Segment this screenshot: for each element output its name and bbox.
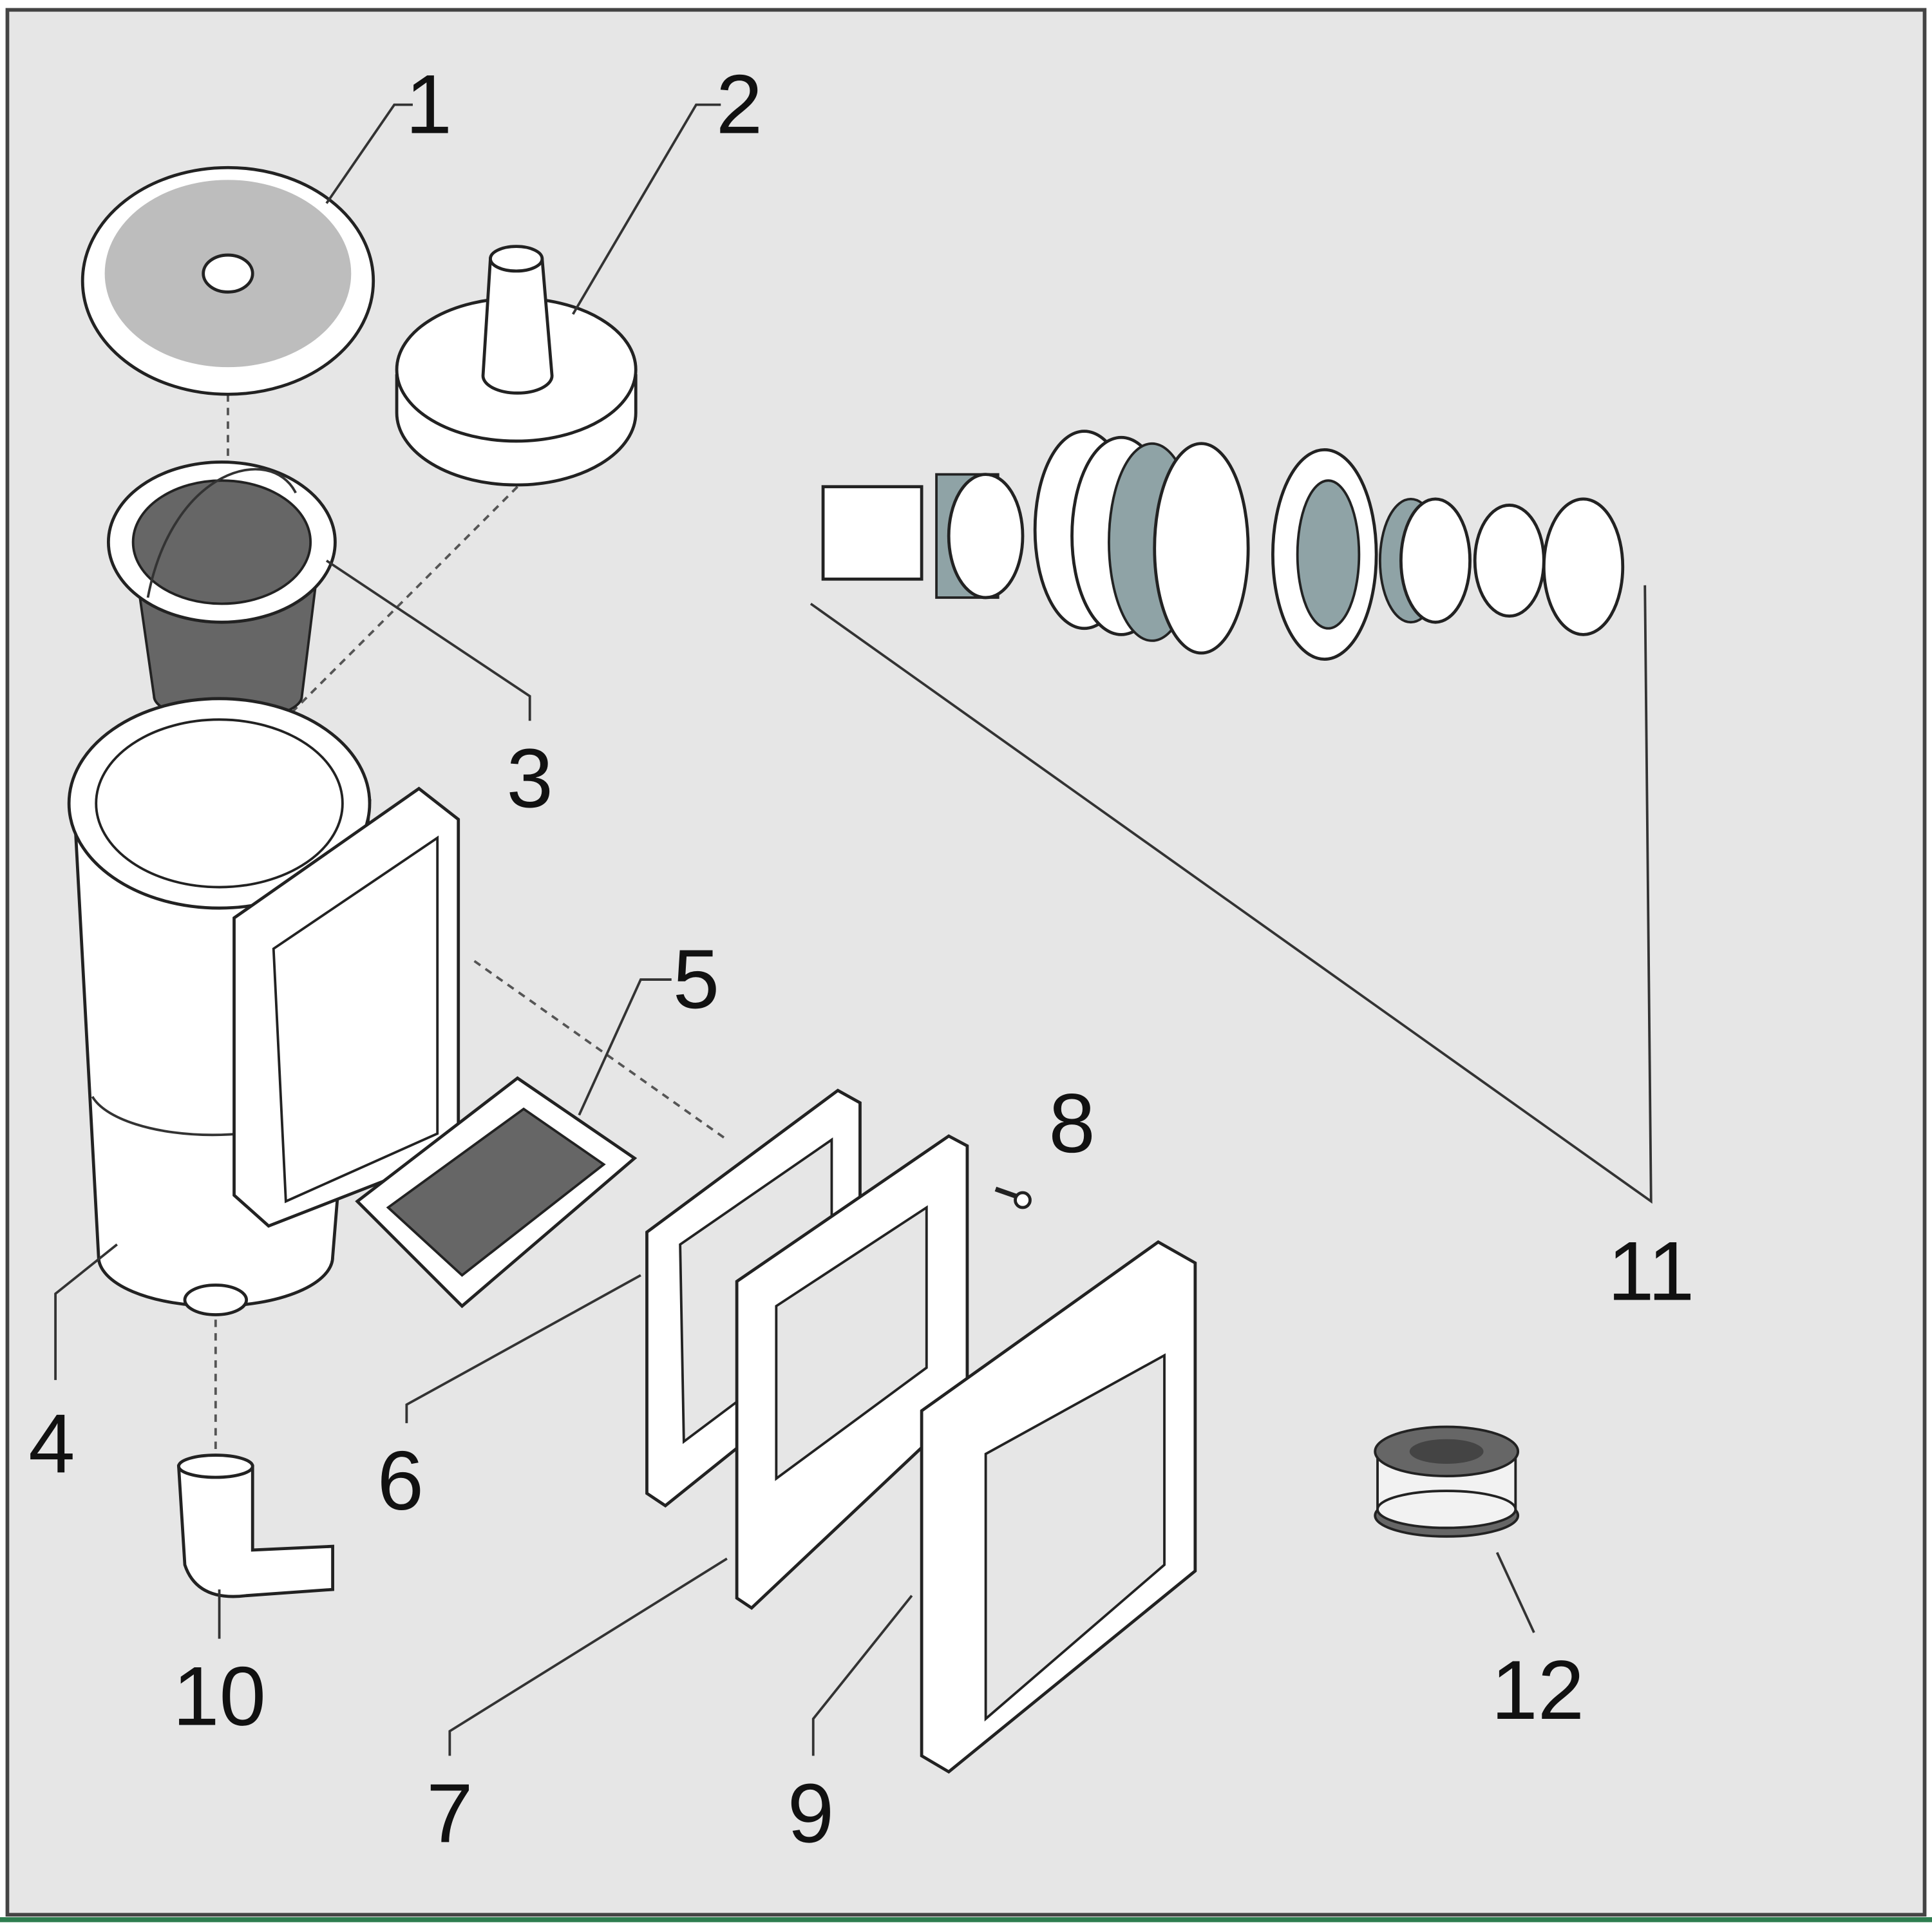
callouts: 1 2 3 4 5 6 7 8 9 10 11 12 bbox=[28, 57, 1694, 1861]
callout-7: 7 bbox=[426, 1766, 473, 1860]
part-4-skimmer-body bbox=[67, 697, 460, 1316]
leader-lines bbox=[54, 103, 1653, 1756]
part-8-screw bbox=[994, 1186, 1032, 1209]
part-12-ptfe-tape bbox=[1374, 1425, 1520, 1538]
callout-5: 5 bbox=[673, 932, 719, 1026]
callout-1: 1 bbox=[406, 57, 452, 151]
callout-10: 10 bbox=[173, 1649, 266, 1743]
callout-6: 6 bbox=[377, 1434, 424, 1528]
part-9-cover-frame bbox=[920, 1240, 1197, 1774]
part-1-lid bbox=[80, 166, 375, 396]
callout-4: 4 bbox=[28, 1396, 75, 1490]
part-3-basket bbox=[106, 460, 337, 723]
part-11-fittings bbox=[821, 430, 1625, 661]
callout-11: 11 bbox=[1607, 1224, 1694, 1318]
callout-9: 9 bbox=[788, 1766, 834, 1860]
callout-3: 3 bbox=[507, 731, 553, 825]
part-10-elbow bbox=[176, 1454, 334, 1598]
callout-2: 2 bbox=[716, 57, 762, 151]
part-2-vacuum-plate bbox=[395, 245, 638, 487]
part-5-weir bbox=[355, 1076, 638, 1309]
callout-12: 12 bbox=[1491, 1643, 1584, 1737]
callout-8: 8 bbox=[1048, 1076, 1095, 1170]
